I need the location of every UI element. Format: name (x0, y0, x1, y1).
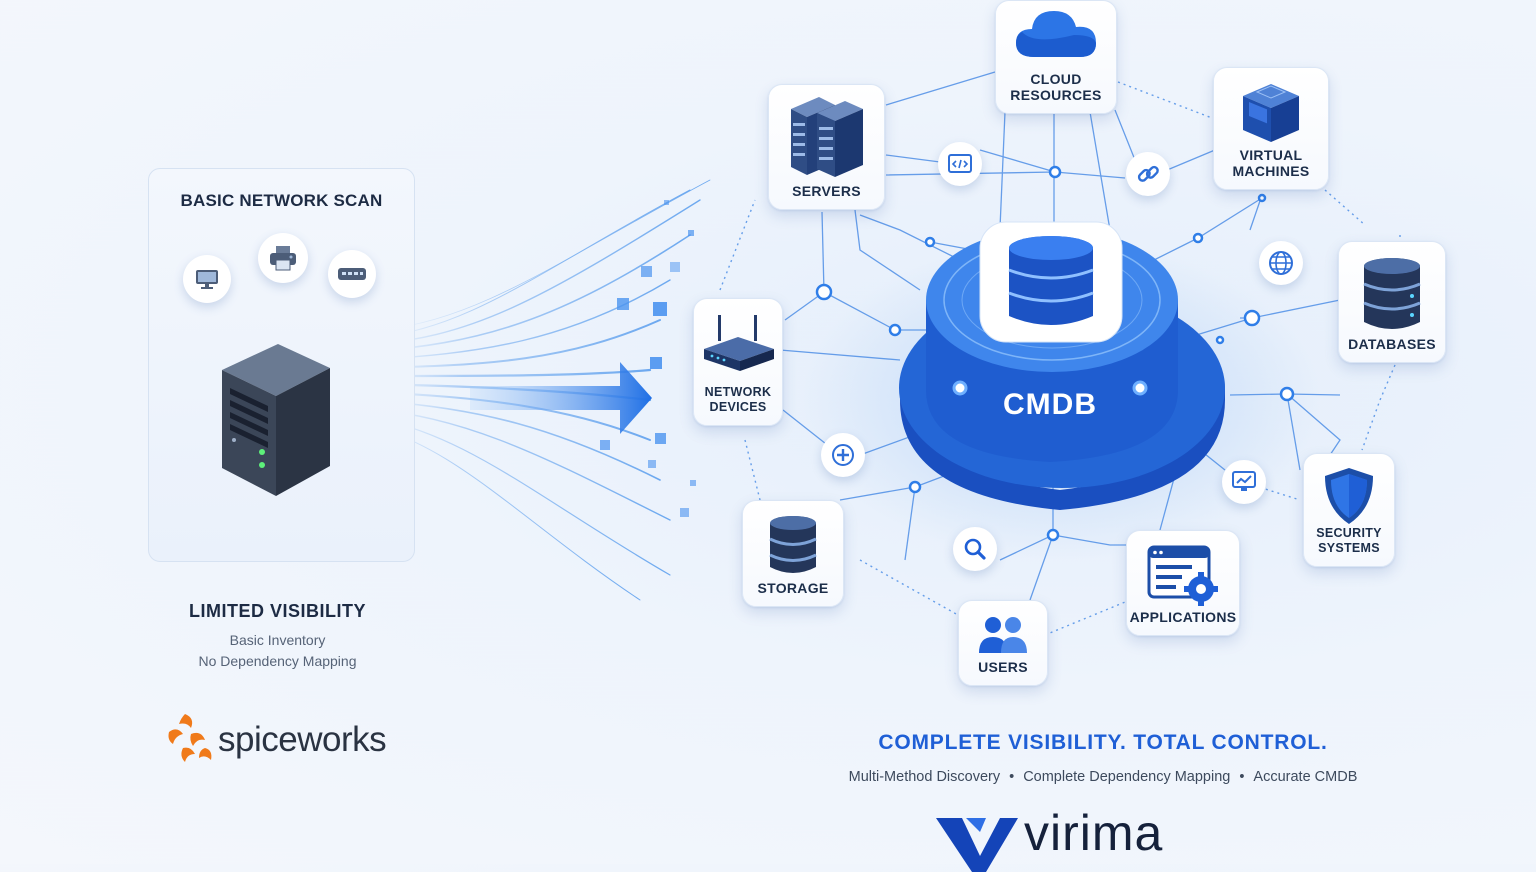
flow-arrow (470, 362, 652, 434)
users-label: USERS (978, 659, 1028, 675)
switch-icon (328, 250, 376, 298)
users-icon (979, 617, 1027, 653)
bullet-separator: • (1009, 769, 1015, 785)
feature-discovery: Multi-Method Discovery (848, 769, 1001, 785)
application-window-icon (1147, 545, 1218, 606)
databases-card[interactable]: DATABASES (1338, 241, 1446, 363)
cmdb-platform (899, 221, 1225, 510)
spiceworks-logo: spiceworks (165, 712, 405, 772)
cloud-resources-card[interactable]: CLOUD RESOURCES (995, 0, 1117, 114)
feature-list: Multi-Method Discovery • Complete Dependen… (760, 769, 1446, 785)
limited-visibility-title: LIMITED VISIBILITY (188, 601, 366, 621)
virima-wordmark: virima (1024, 805, 1164, 861)
spiceworks-wordmark: spiceworks (218, 720, 387, 759)
servers-label: SERVERS (792, 183, 861, 199)
monitor-icon (183, 255, 231, 303)
network-devices-card[interactable]: NETWORK DEVICES (693, 298, 783, 426)
limited-item-inventory: Basic Inventory (229, 632, 326, 648)
servers-card[interactable]: SERVERS (768, 84, 885, 210)
spiceworks-mark (168, 714, 212, 762)
storage-label: STORAGE (757, 580, 829, 596)
cloud-icon (1016, 11, 1096, 57)
virima-mark (936, 818, 1018, 872)
bullet-separator: • (1239, 769, 1245, 785)
scan-title: BASIC NETWORK SCAN (180, 191, 383, 210)
shield-icon (1325, 468, 1373, 524)
applications-label: APPLICATIONS (1129, 609, 1237, 625)
link-icon (1126, 152, 1170, 196)
virtual-machine-cube-icon (1243, 84, 1299, 142)
feature-cmdb: Accurate CMDB (1253, 769, 1358, 785)
headline: COMPLETE VISIBILITY. TOTAL CONTROL. (878, 731, 1328, 754)
router-icon (704, 315, 774, 371)
printer-icon (258, 233, 308, 283)
virtual-machines-card[interactable]: VIRTUAL MACHINES (1213, 67, 1329, 190)
virima-logo: virima (930, 805, 1210, 872)
storage-disk-icon (769, 516, 817, 573)
users-card[interactable]: USERS (958, 600, 1048, 686)
limited-item-dependency: No Dependency Mapping (198, 653, 357, 669)
databases-label: DATABASES (1348, 336, 1436, 352)
server-tower-icon (218, 340, 334, 500)
monitor-chart-icon (1222, 460, 1266, 504)
feature-dependency: Complete Dependency Mapping (1023, 769, 1231, 785)
security-systems-card[interactable]: SECURITY SYSTEMS (1303, 453, 1395, 567)
cloud-resources-label: CLOUD RESOURCES (1010, 71, 1102, 103)
search-icon (953, 527, 997, 571)
virtual-machines-label: VIRTUAL MACHINES (1232, 147, 1310, 179)
globe-icon (1259, 241, 1303, 285)
storage-card[interactable]: STORAGE (742, 500, 844, 607)
data-pixels (600, 200, 696, 517)
rack-servers-icon (790, 97, 863, 177)
plus-icon (821, 433, 865, 477)
applications-card[interactable]: APPLICATIONS (1126, 530, 1240, 636)
cmdb-label: CMDB (1003, 388, 1097, 421)
security-systems-label: SECURITY SYSTEMS (1316, 526, 1382, 555)
code-icon (938, 142, 982, 186)
network-devices-label: NETWORK DEVICES (704, 385, 772, 414)
database-stack-icon (1363, 258, 1421, 329)
